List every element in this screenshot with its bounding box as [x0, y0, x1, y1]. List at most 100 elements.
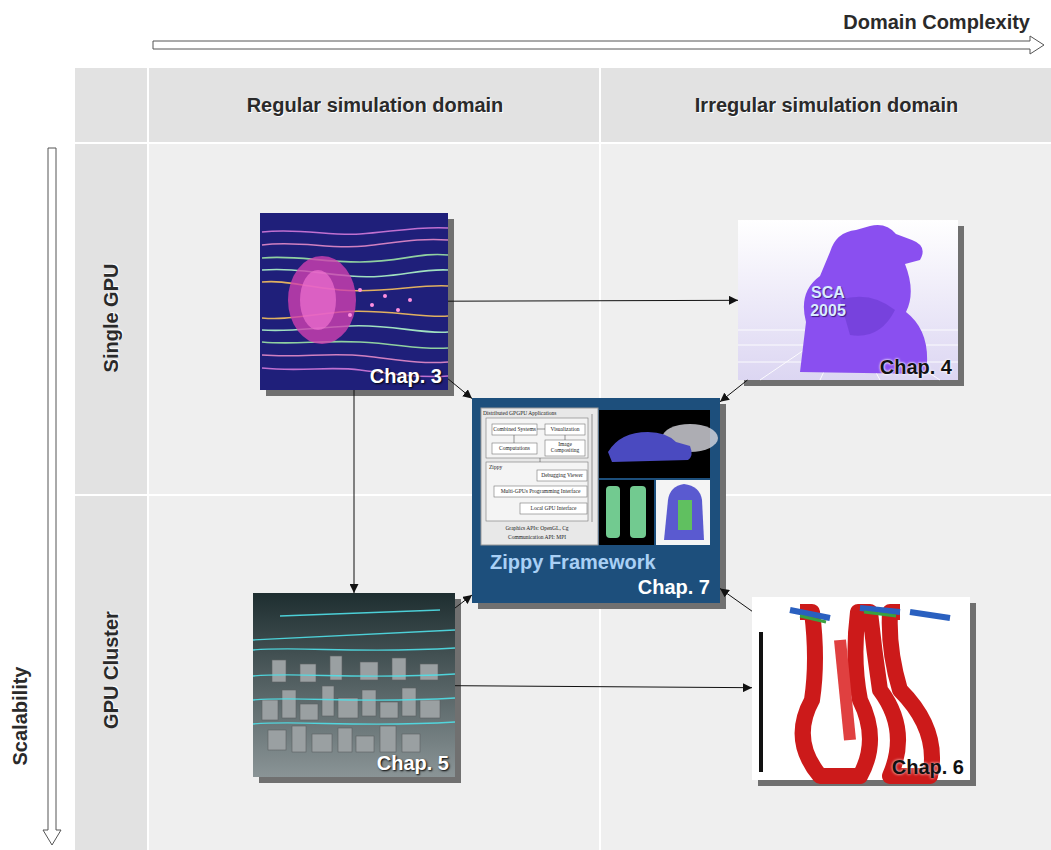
- drawn-rect: [75, 68, 1051, 143]
- drawn-g: [262, 228, 448, 377]
- drawn-circle: [348, 313, 352, 317]
- node-title: Chap. 6: [892, 756, 964, 778]
- schematic-text: Local GPU Interface: [520, 505, 587, 511]
- drawn-rect: [322, 686, 334, 716]
- connector-arrow: [448, 379, 472, 399]
- image-text: SCA 2005: [792, 284, 864, 319]
- drawn-rect: [481, 408, 598, 545]
- row-header: GPU Cluster: [100, 520, 124, 820]
- drawn-ellipse: [300, 270, 336, 330]
- drawn-rect: [630, 486, 646, 538]
- drawn-rect: [492, 424, 537, 435]
- drawn-rect: [268, 730, 286, 750]
- drawn-circle: [396, 308, 400, 312]
- drawn-rect: [300, 704, 318, 720]
- drawn-rect: [472, 398, 720, 603]
- schematic-text: Computations: [492, 445, 537, 451]
- drawn-rect: [494, 486, 587, 497]
- connector-arrow: [720, 380, 748, 402]
- drawn-rect: [300, 664, 316, 682]
- drawn-rect: [752, 597, 970, 780]
- schematic-text: Combined Systems: [492, 426, 537, 432]
- drawn-rect: [338, 698, 358, 718]
- drawn-path: [262, 269, 448, 276]
- drawn-line: [592, 414, 593, 522]
- drawn-rect: [656, 480, 710, 545]
- drawn-rect: [420, 700, 440, 718]
- drawn-rect: [402, 734, 420, 752]
- axis-title: Domain Complexity: [780, 11, 1030, 33]
- drawn-rect: [486, 462, 588, 521]
- node-subtitle: Chap. 7: [638, 576, 710, 598]
- column-header: Regular simulation domain: [150, 94, 600, 116]
- drawn-rect: [282, 690, 296, 718]
- drawn-rect: [738, 220, 958, 380]
- drawn-rect: [402, 688, 416, 716]
- drawn-rect: [545, 440, 585, 456]
- drawn-rect: [380, 702, 398, 718]
- schematic-text: Visualization: [545, 426, 585, 432]
- drawn-ellipse: [288, 256, 356, 344]
- drawn-g: [486, 418, 588, 521]
- drawn-rect: [362, 690, 376, 716]
- node-title: Chap. 5: [377, 752, 449, 774]
- drawn-path: [253, 698, 455, 700]
- drawn-polygon: [153, 36, 1044, 54]
- drawn-path: [262, 228, 448, 235]
- drawn-line: [75, 142, 1051, 144]
- drawn-path: [262, 239, 448, 247]
- drawn-line: [565, 435, 566, 440]
- drawn-circle: [370, 303, 374, 307]
- drawn-g: [606, 486, 646, 538]
- drawn-circle: [358, 288, 362, 292]
- drawn-path: [280, 610, 440, 616]
- drawn-line: [537, 429, 545, 430]
- drawn-rect: [599, 480, 654, 545]
- drawn-path: [253, 722, 455, 724]
- chapter-image: Chap. 3: [260, 213, 448, 390]
- schematic-text: Image Compositing: [545, 441, 585, 453]
- schematic-text: Communication API: MPI: [483, 534, 591, 540]
- axis-title: Scalability: [9, 616, 33, 816]
- drawn-g: [253, 610, 455, 724]
- drawn-rect: [759, 632, 763, 772]
- connector-arrow: [455, 595, 472, 608]
- drawn-rect: [292, 726, 306, 752]
- drawn-path: [840, 640, 850, 740]
- drawn-path: [253, 648, 455, 650]
- drawn-line: [514, 435, 515, 443]
- drawn-rect: [272, 660, 286, 682]
- chapter-image: Chap. 6: [752, 597, 970, 780]
- drawn-circle: [408, 298, 412, 302]
- schematic-text: Debugging Viewer: [537, 472, 587, 478]
- drawn-rect: [678, 500, 692, 530]
- schematic-text: Zippy: [489, 464, 529, 470]
- chapter-image: Chap. 4: [738, 220, 958, 380]
- drawn-path: [800, 612, 932, 776]
- drawn-g: [348, 288, 412, 317]
- connector-arrow: [354, 390, 355, 593]
- drawn-rect: [262, 700, 278, 720]
- drawn-rect: [253, 593, 455, 777]
- drawn-path: [253, 630, 455, 640]
- drawn-rect: [260, 213, 448, 390]
- drawn-rect: [338, 728, 352, 752]
- drawn-g: [262, 656, 440, 752]
- drawn-path: [262, 326, 448, 333]
- schematic-text: Multi-GPUs Programming Interface: [494, 488, 587, 494]
- connector-arrow: [720, 589, 752, 612]
- column-header: Irregular simulation domain: [602, 94, 1051, 116]
- drawn-polygon: [43, 148, 61, 845]
- drawn-rect: [312, 734, 332, 752]
- drawn-rect: [380, 726, 396, 752]
- drawn-path: [262, 355, 448, 363]
- drawn-rect: [356, 736, 374, 752]
- drawn-path: [608, 432, 692, 462]
- drawn-path: [253, 674, 455, 676]
- drawn-rect: [537, 470, 587, 481]
- drawn-path: [840, 297, 895, 336]
- connector-arrow: [455, 686, 752, 688]
- schematic-text: Distributed GPGPU Applications: [483, 410, 595, 416]
